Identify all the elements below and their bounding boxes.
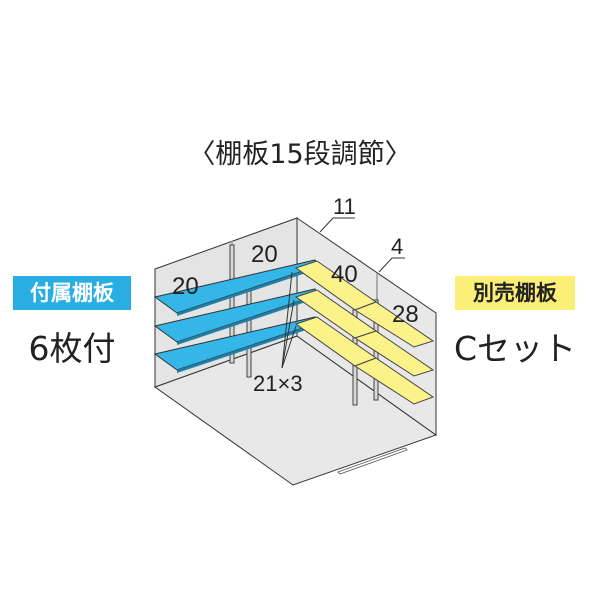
dimension-label: 28 <box>392 301 419 328</box>
optional-shelves-badge: 別売棚板 <box>455 276 575 310</box>
door-rail <box>337 447 408 475</box>
optional-shelves <box>294 260 435 405</box>
dimension-label: 20 <box>251 241 278 268</box>
optional-shelf <box>353 301 435 348</box>
optional-shelf <box>353 330 435 377</box>
dimension-label: 20 <box>172 273 199 300</box>
dimension-label: 40 <box>331 261 358 288</box>
dimension-label: 11 <box>333 194 356 219</box>
diagram-title: 〈棚板15段調節〉 <box>188 139 412 170</box>
dimension-label: 21×3 <box>253 371 303 396</box>
dimension-label: 4 <box>391 234 403 259</box>
optional-shelves-set: Cセット <box>453 329 577 368</box>
included-shelves-count: 6枚付 <box>28 329 116 368</box>
included-shelves-badge: 付属棚板 <box>13 276 131 310</box>
optional-shelf <box>353 357 435 405</box>
included-shelves <box>153 259 319 371</box>
